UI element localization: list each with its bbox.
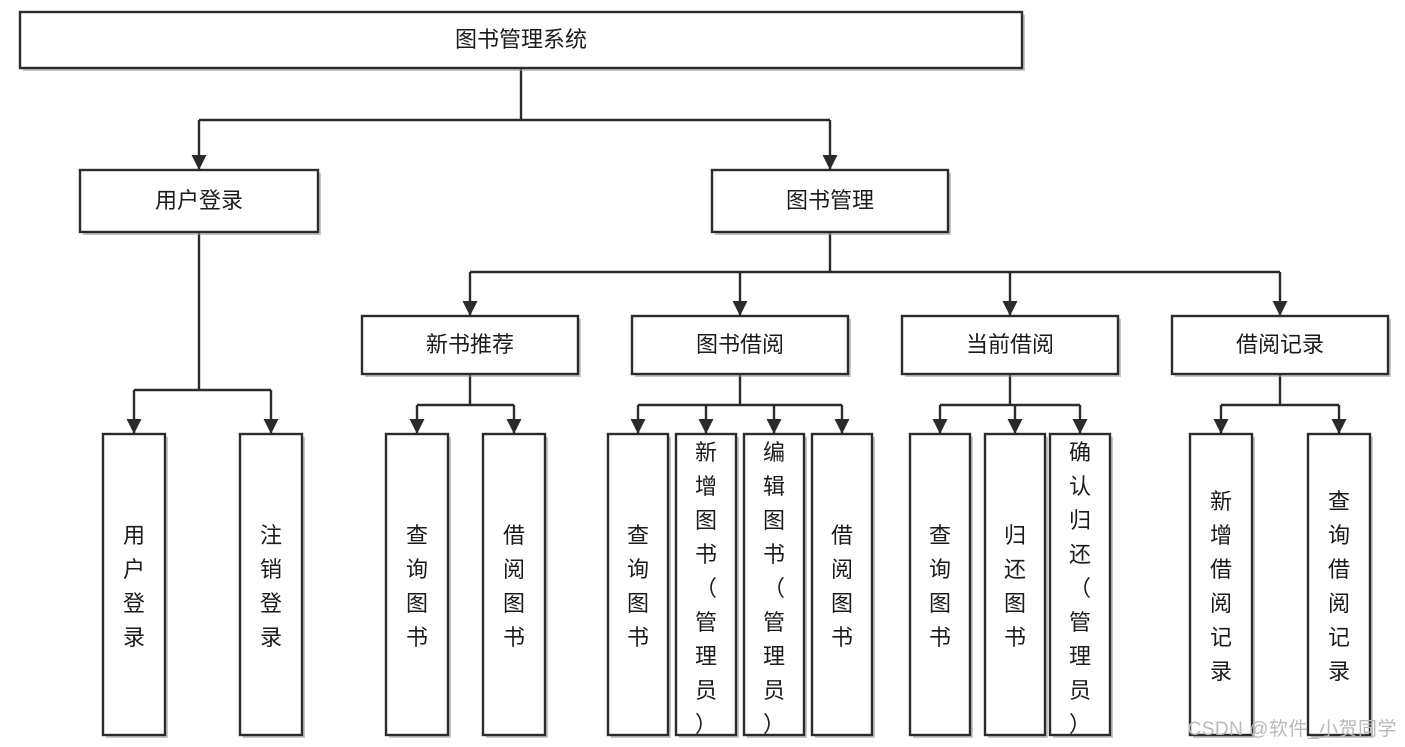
node-box[interactable] [710,168,950,234]
node-box[interactable] [1048,432,1112,737]
node-label: 当前借阅 [966,332,1054,357]
node-label: 注销登录 [260,523,282,650]
node-box[interactable] [238,432,304,737]
node-confirm-return-admin[interactable]: 确认归还（管理员） [1048,432,1113,738]
arrow-head-icon [1272,301,1288,316]
node-box[interactable] [1188,432,1254,737]
node-book-management[interactable]: 图书管理 [710,168,951,235]
csdn-watermark: CSDN @软件_小贺同学 [1187,719,1397,740]
node-box[interactable] [101,432,167,737]
node-label: 借阅图书 [831,523,853,650]
node-borrow-book[interactable]: 借阅图书 [810,432,875,738]
arrow-head-icon [1072,419,1088,434]
node-label: 借阅记录 [1236,332,1324,357]
node-current-borrowing[interactable]: 当前借阅 [900,314,1121,377]
node-label: 用户登录 [123,523,145,650]
node-box[interactable] [606,432,670,737]
node-query-book[interactable]: 查询图书 [606,432,671,738]
arrow-head-icon [1007,419,1023,434]
node-label: 查询借阅记录 [1328,489,1350,684]
arrow-head-icon [506,419,522,434]
node-label: 新增图书（管理员） [695,440,717,737]
node-user-login[interactable]: 用户登录 [78,168,321,235]
arrow-head-icon [732,301,748,316]
connector-current-borrow-bus [938,374,1082,433]
arrow-head-icon [630,419,646,434]
arrow-head-icon [932,419,948,434]
node-return-book[interactable]: 归还图书 [983,432,1048,738]
node-box[interactable] [630,314,850,376]
node-box[interactable] [78,168,320,234]
node-box[interactable] [1170,314,1390,376]
arrow-head-icon [409,419,425,434]
node-label: 借阅图书 [503,523,525,650]
arrow-head-icon [191,155,207,170]
connector-layer [126,68,1347,434]
node-layer: 图书管理系统用户登录图书管理新书推荐图书借阅当前借阅借阅记录用户登录注销登录查询… [18,10,1391,738]
node-label: 图书管理系统 [455,27,587,52]
node-add-book-admin[interactable]: 新增图书（管理员） [674,432,739,738]
connector-book-manage-bus [468,232,1282,315]
node-box[interactable] [908,432,972,737]
connector-root-bus [197,68,832,169]
connector-book-borrow-bus [636,374,844,433]
node-user-login[interactable]: 用户登录 [101,432,168,738]
arrow-head-icon [822,155,838,170]
arrow-head-icon [1002,301,1018,316]
node-box[interactable] [900,314,1120,376]
node-box[interactable] [674,432,738,737]
node-label: 新书推荐 [426,332,514,357]
connector-new-book-bus [415,374,516,433]
node-query-book[interactable]: 查询图书 [384,432,451,738]
node-box[interactable] [742,432,806,737]
arrow-head-icon [462,301,478,316]
node-label: 图书借阅 [696,332,784,357]
node-box[interactable] [810,432,874,737]
node-logout[interactable]: 注销登录 [238,432,305,738]
node-borrow-book[interactable]: 借阅图书 [481,432,548,738]
node-query-book[interactable]: 查询图书 [908,432,973,738]
node-box[interactable] [1306,432,1372,737]
node-label: 归还图书 [1004,523,1026,650]
node-label: 用户登录 [155,188,243,213]
node-label: 查询图书 [406,523,428,650]
node-query-borrowing-record[interactable]: 查询借阅记录 [1306,432,1373,738]
arrow-head-icon [1331,419,1347,434]
connector-user-login-bus [132,232,273,433]
node-box[interactable] [481,432,547,737]
node-label: 查询图书 [627,523,649,650]
node-add-borrowing-record[interactable]: 新增借阅记录 [1188,432,1255,738]
arrow-head-icon [834,419,850,434]
connector-borrow-record-bus [1219,374,1341,433]
arrow-head-icon [263,419,279,434]
node-box[interactable] [18,10,1024,70]
node-label: 图书管理 [786,188,874,213]
arrow-head-icon [126,419,142,434]
node-box[interactable] [983,432,1047,737]
arrow-head-icon [1213,419,1229,434]
arrow-head-icon [698,419,714,434]
node-new-book-recommendation[interactable]: 新书推荐 [360,314,581,377]
node-edit-book-admin[interactable]: 编辑图书（管理员） [742,432,807,738]
node-box[interactable] [360,314,580,376]
node-label: 新增借阅记录 [1210,489,1232,684]
node-library-management-system[interactable]: 图书管理系统 [18,10,1025,71]
node-label: 查询图书 [929,523,951,650]
node-borrowing-record[interactable]: 借阅记录 [1170,314,1391,377]
arrow-head-icon [766,419,782,434]
node-box[interactable] [384,432,450,737]
node-label: 编辑图书（管理员） [763,440,785,737]
node-label: 确认归还（管理员） [1069,440,1091,737]
node-book-borrowing[interactable]: 图书借阅 [630,314,851,377]
